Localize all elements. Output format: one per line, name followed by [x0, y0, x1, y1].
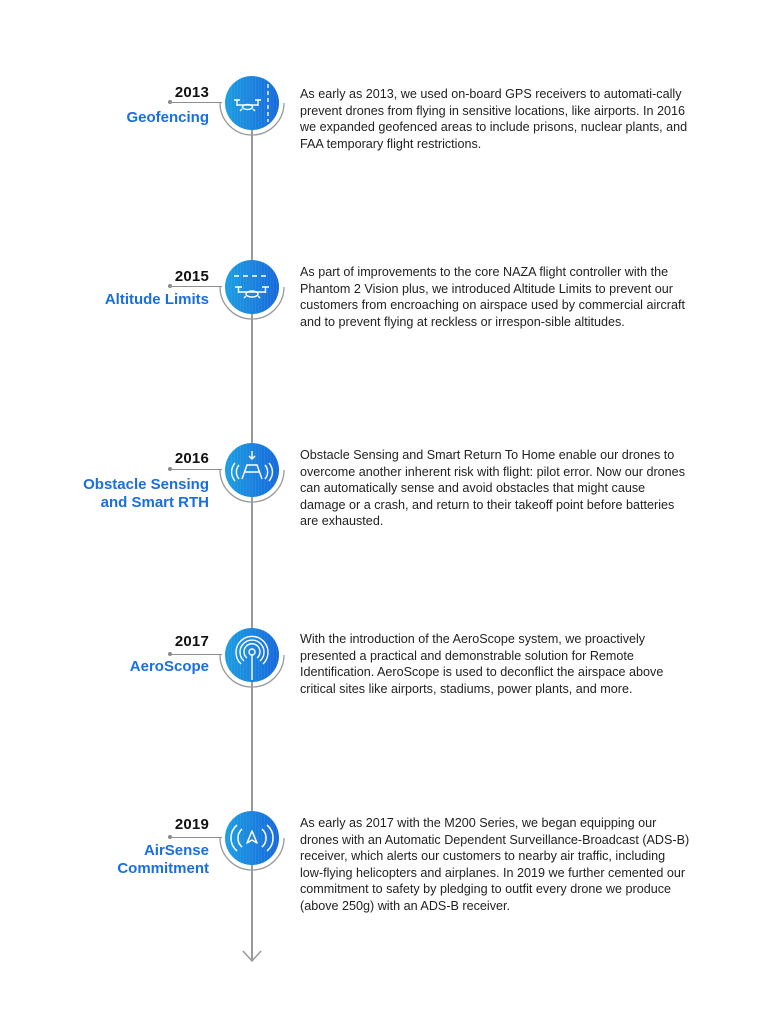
milestone-description: With the introduction of the AeroScope s… [300, 632, 664, 696]
milestone-title-line: Altitude Limits [104, 291, 209, 308]
milestone-title: Obstacle Sensing and Smart RTH [83, 476, 209, 512]
milestone-description: As early as 2013, we used on-board GPS r… [300, 87, 688, 151]
milestone-year: 2015 [174, 268, 209, 285]
milestone-title-line: AeroScope [129, 658, 209, 675]
badge-ring [219, 102, 285, 136]
badge-2019 [225, 811, 279, 865]
badge-2016 [225, 443, 279, 497]
timeline-spine [251, 129, 253, 961]
milestone-title: AirSense Commitment [117, 842, 209, 878]
milestone-title: Altitude Limits [105, 291, 209, 309]
drone-geofence-icon [234, 84, 269, 122]
milestone-description: As part of improvements to the core NAZA… [300, 265, 685, 329]
badge-2015 [225, 260, 279, 314]
milestone-year: 2017 [174, 633, 209, 650]
milestone-2019: 2019 AirSense Commitment As early as 201… [0, 735, 758, 913]
milestone-title-line: Obstacle Sensing [83, 476, 209, 493]
connector-line [170, 469, 222, 470]
milestone-year: 2016 [174, 450, 209, 467]
milestone-description: As early as 2017 with the M200 Series, w… [300, 816, 690, 913]
milestone-title: AeroScope [130, 658, 209, 676]
milestone-title: Geofencing [126, 109, 209, 127]
milestone-title-line: Commitment [117, 860, 209, 877]
milestone-year: 2019 [174, 816, 209, 833]
milestone-year: 2013 [174, 84, 209, 101]
aeroscope-antenna-icon [235, 635, 269, 680]
milestone-2017: 2017 AeroScope With the introduction of … [0, 552, 758, 702]
connector-line [170, 286, 222, 287]
milestone-title-line: AirSense [143, 842, 209, 859]
milestone-2016: 2016 Obstacle Sensing and Smart RTH [0, 367, 758, 528]
milestone-title-line: Geofencing [126, 109, 209, 126]
arrow-down-icon [242, 950, 262, 963]
badge-ring [219, 654, 285, 688]
airsense-broadcast-icon [230, 824, 274, 852]
milestone-title-line: and Smart RTH [100, 494, 209, 511]
drone-altitude-limit-icon [234, 275, 270, 299]
badge-2017 [225, 628, 279, 682]
connector-line [170, 102, 222, 103]
badge-ring [219, 286, 285, 320]
badge-ring [219, 469, 285, 503]
badge-ring [219, 837, 285, 871]
connector-line [170, 654, 222, 655]
connector-line [170, 837, 222, 838]
milestone-description: Obstacle Sensing and Smart Return To Hom… [300, 448, 685, 528]
milestone-2015: 2015 Altitude Limits As part of improvem… [0, 184, 758, 334]
badge-2013 [225, 76, 279, 130]
obstacle-sensing-icon [230, 451, 274, 482]
milestone-2013: 2013 Geofencing As early as 2013, we use… [0, 0, 758, 151]
